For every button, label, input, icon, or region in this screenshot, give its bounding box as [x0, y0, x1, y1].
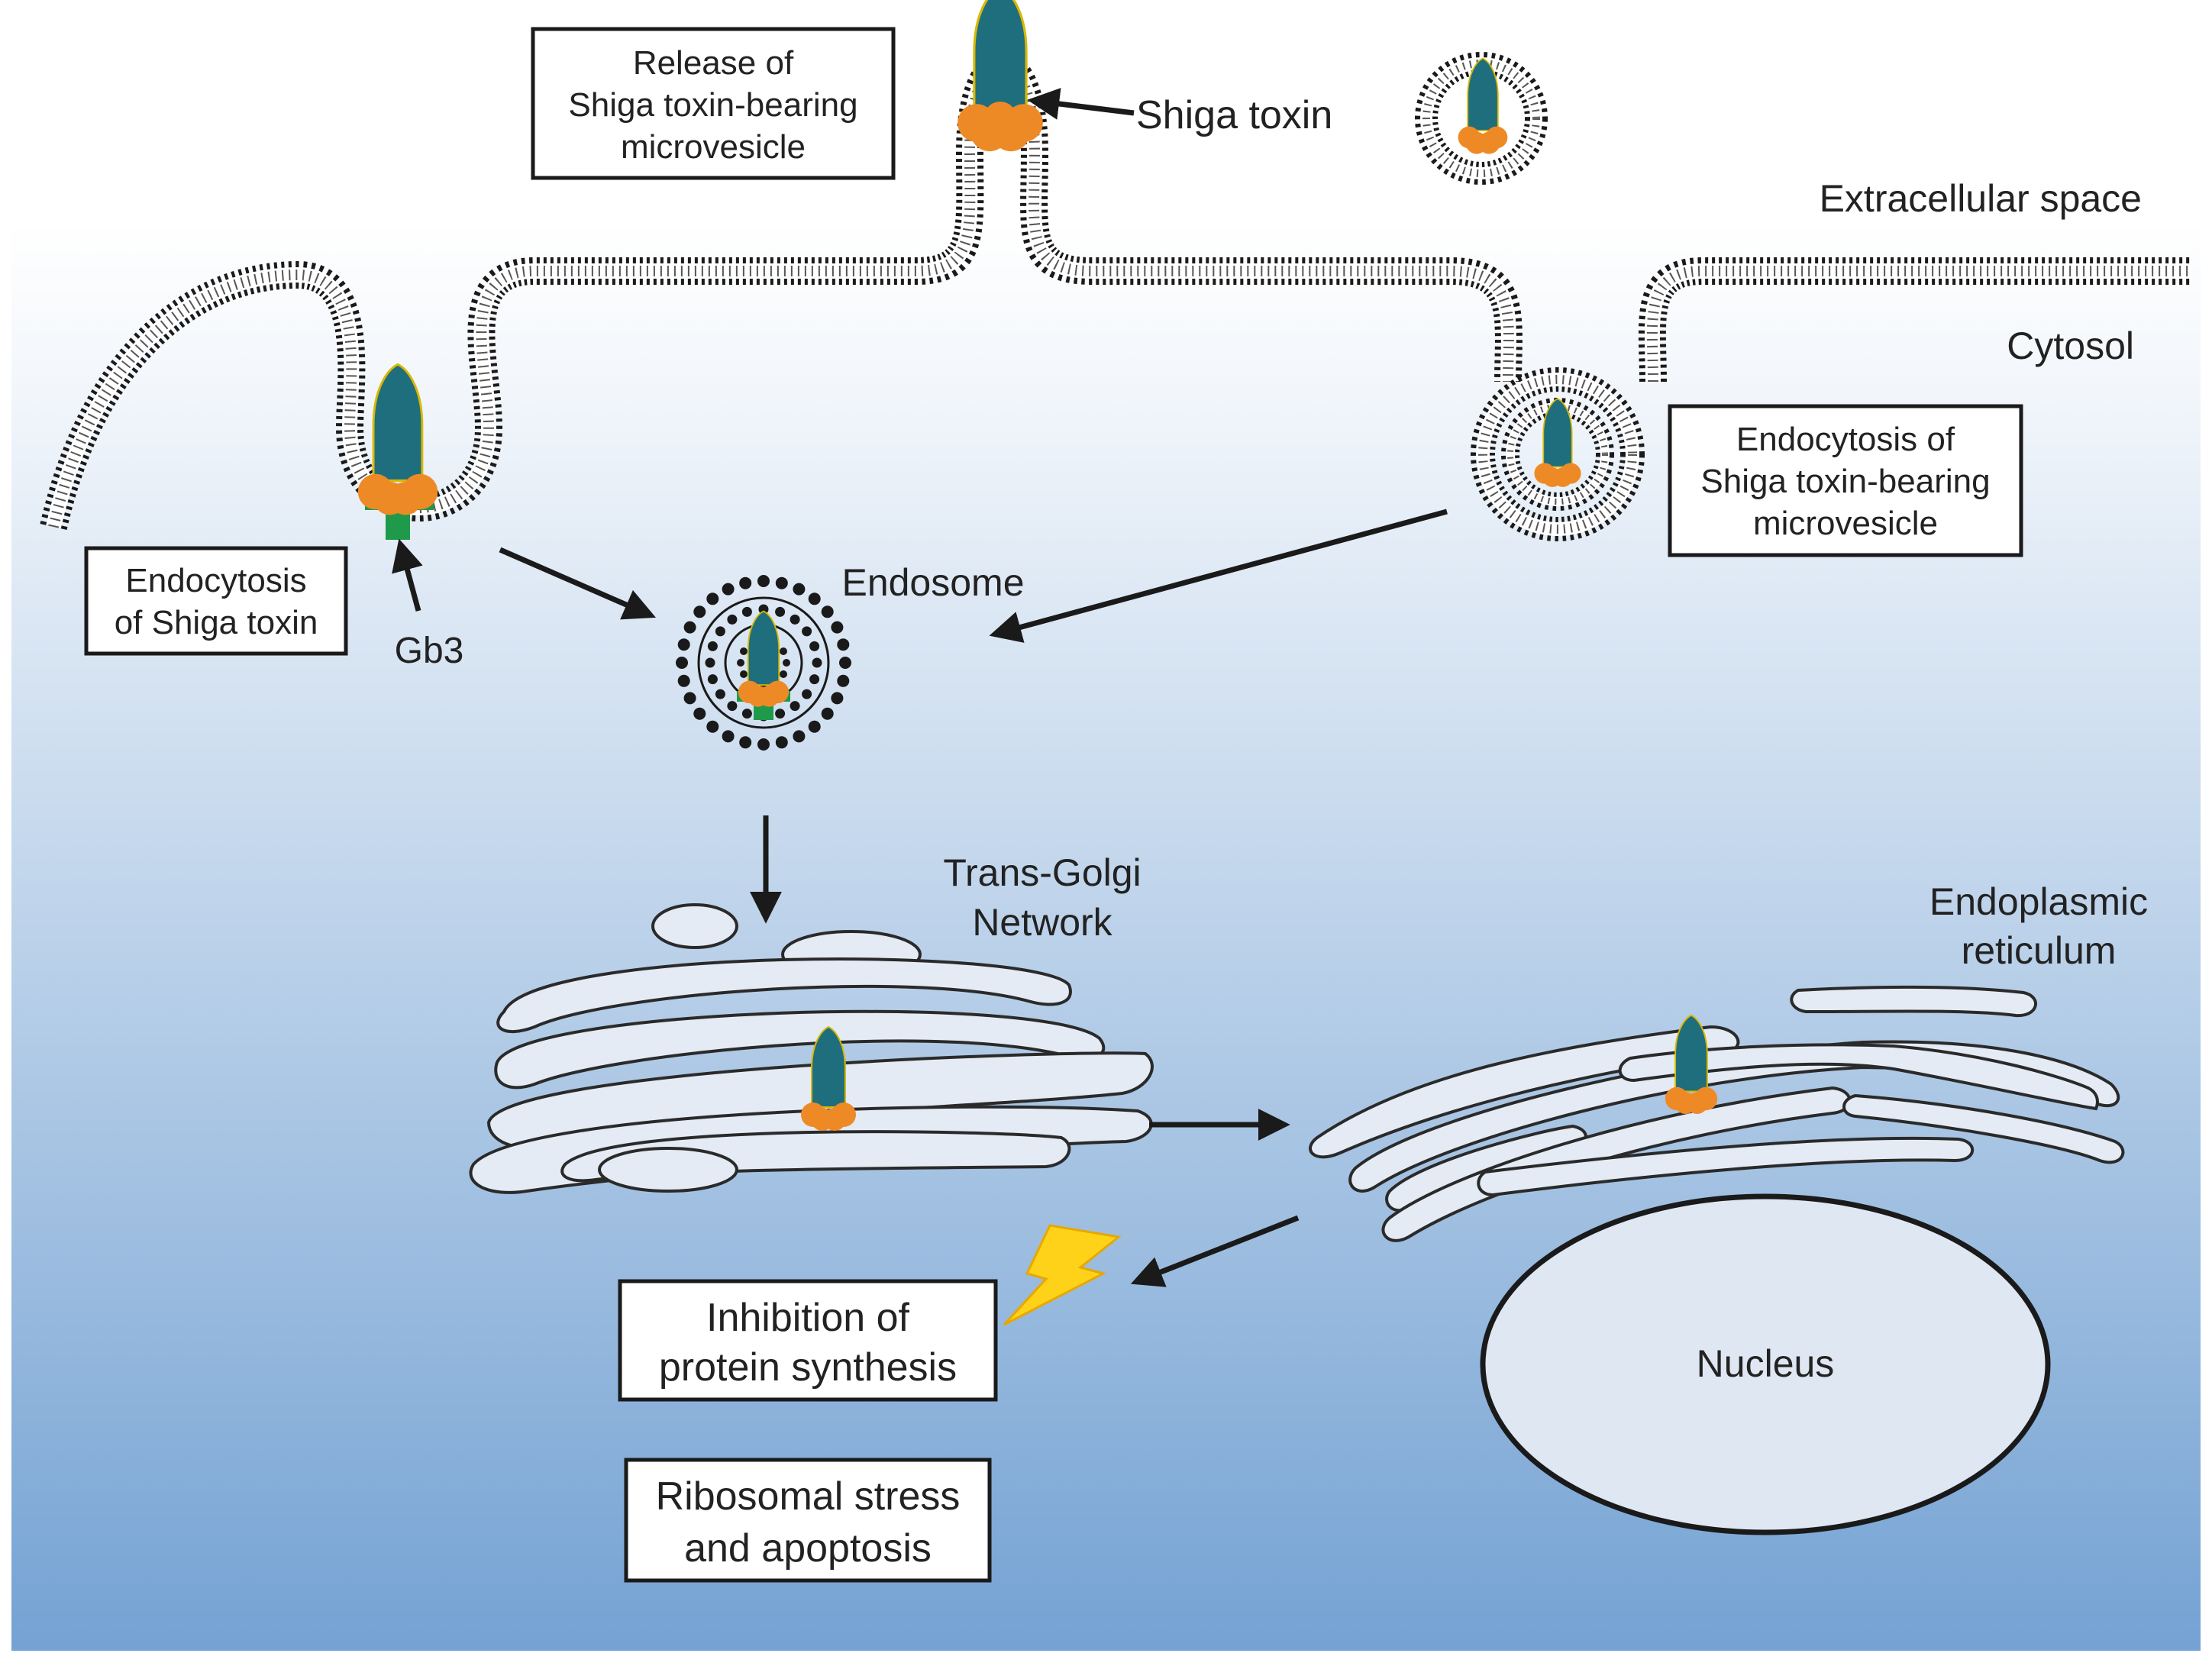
endosome-lipid-head — [707, 641, 718, 651]
release-box-line3: microvesicle — [621, 128, 806, 166]
inhibition-box: Inhibition of protein synthesis — [618, 1279, 998, 1402]
shiga-toxin-endosome — [737, 610, 790, 720]
er-label-line2: reticulum — [1962, 929, 2117, 972]
endosome-lipid-head — [740, 647, 748, 655]
shiga-toxin-golgi — [801, 1025, 856, 1131]
ribosomal-box-line2: and apoptosis — [684, 1526, 932, 1571]
endosome-lipid-head — [693, 707, 706, 720]
endosome-lipid-head — [775, 736, 788, 749]
endosome-lipid-head — [727, 701, 738, 712]
cytosol-label: Cytosol — [2007, 324, 2134, 367]
endosome-lipid-head — [802, 626, 812, 637]
endosome-lipid-head — [758, 604, 769, 615]
gb3-label: Gb3 — [395, 631, 464, 671]
endosome-lipid-head — [706, 592, 719, 605]
tgn-label-line1: Trans-Golgi — [943, 851, 1141, 894]
endosome-label: Endosome — [841, 561, 1024, 604]
endosome-lipid-head — [775, 606, 786, 617]
endosome-lipid-head — [809, 641, 820, 651]
endosome-lipid-head — [705, 657, 715, 668]
endosome-lipid-head — [715, 626, 725, 637]
endocytosis-microvesicle-box-line3: microvesicle — [1753, 505, 1938, 542]
endosome-lipid-head — [839, 657, 851, 669]
endosome-lipid-head — [757, 738, 770, 751]
shiga-toxin-bud — [957, 0, 1043, 152]
endosome-lipid-head — [812, 657, 822, 668]
endosome-lipid-head — [693, 605, 706, 618]
endosome-lipid-head — [802, 689, 812, 699]
shiga-toxin-er — [1665, 1014, 1718, 1114]
inhibition-box-line2: protein synthesis — [659, 1345, 957, 1390]
endosome-lipid-head — [741, 606, 752, 617]
endocytosis-toxin-box-line1: Endocytosis — [125, 562, 306, 599]
ribosomal-stress-box: Ribosomal stress and apoptosis — [624, 1458, 992, 1583]
endosome-lipid-head — [722, 583, 735, 596]
inhibition-box-line1: Inhibition of — [706, 1296, 910, 1340]
endosome-lipid-head — [739, 576, 752, 589]
endosome-lipid-head — [808, 720, 821, 733]
arrow-to-gb3 — [392, 538, 423, 612]
endosome-lipid-head — [706, 720, 719, 733]
endocytosis-toxin-box: Endocytosis of Shiga toxin — [84, 546, 348, 656]
shiga-toxin-label: Shiga toxin — [1136, 93, 1332, 137]
endosome-lipid-head — [737, 659, 744, 667]
arrow-microvesicle-to-endosome — [989, 509, 1448, 643]
endosome-lipid-head — [722, 730, 735, 743]
er-label-line1: Endoplasmic — [1929, 880, 2148, 923]
endoplasmic-reticulum — [1309, 985, 2125, 1242]
release-microvesicle-box: Release of Shiga toxin-bearing microvesi… — [531, 27, 896, 180]
release-box-line2: Shiga toxin-bearing — [568, 86, 857, 124]
shiga-toxin-released — [1458, 57, 1508, 154]
nucleus-label: Nucleus — [1697, 1342, 1835, 1385]
endosome-lipid-head — [775, 709, 786, 719]
endosome-lipid-head — [775, 576, 788, 589]
endosome-lipid-head — [707, 674, 718, 685]
endosome-lipid-head — [677, 638, 690, 651]
endocytosis-microvesicle-box-line1: Endocytosis of — [1736, 421, 1955, 458]
endocytosis-microvesicle-box-line2: Shiga toxin-bearing — [1700, 463, 1990, 500]
release-box-line1: Release of — [633, 44, 794, 82]
endosome-lipid-head — [741, 709, 752, 719]
endosome-lipid-head — [780, 647, 787, 655]
endosome-lipid-head — [757, 575, 770, 587]
endocytosis-microvesicle-box: Endocytosis of Shiga toxin-bearing micro… — [1668, 404, 2023, 557]
endosome-lipid-head — [715, 689, 725, 699]
endosome-lipid-head — [740, 670, 748, 678]
endosome-lipid-head — [837, 638, 850, 651]
shiga-toxin-microvesicle — [1534, 398, 1581, 487]
endosome-lipid-head — [676, 657, 688, 669]
endosome-lipid-head — [780, 670, 787, 678]
endosome-lipid-head — [790, 701, 800, 712]
arrow-left-bud-to-endosome — [499, 547, 656, 620]
endosome-lipid-head — [821, 605, 834, 618]
extracellular-space-label: Extracellular space — [1820, 177, 2142, 220]
endosome-lipid-head — [739, 736, 752, 749]
endosome-lipid-head — [821, 707, 834, 720]
endosome-lipid-head — [677, 674, 690, 687]
endosome-lipid-head — [837, 674, 850, 687]
nucleus — [1480, 1193, 2051, 1535]
endosome — [676, 575, 851, 751]
endosome-lipid-head — [783, 659, 790, 667]
ribosomal-box-line1: Ribosomal stress — [656, 1474, 961, 1519]
lightning-icon — [1003, 1224, 1122, 1326]
endosome-lipid-head — [683, 692, 696, 705]
endosome-lipid-head — [793, 730, 806, 743]
endosome-lipid-head — [793, 583, 806, 596]
endosome-lipid-head — [808, 592, 821, 605]
endosome-lipid-head — [809, 674, 820, 685]
endosome-lipid-head — [790, 614, 800, 625]
endocytosis-toxin-box-line2: of Shiga toxin — [115, 604, 318, 641]
shiga-toxin-left-bud — [357, 363, 438, 540]
endosome-lipid-head — [831, 621, 844, 634]
arrow-to-shiga-toxin — [1027, 88, 1135, 120]
tgn-label-line2: Network — [972, 901, 1112, 944]
endosome-lipid-head — [727, 614, 738, 625]
arrow-er-to-inhibition — [1130, 1215, 1300, 1287]
endosome-lipid-head — [831, 692, 844, 705]
endosome-lipid-head — [683, 621, 696, 634]
